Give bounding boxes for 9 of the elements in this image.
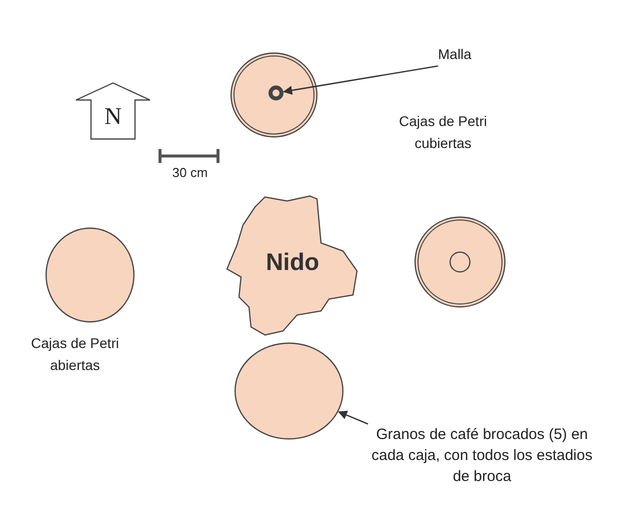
leader-line [283,65,438,95]
group-label: Cajas de Petri abiertas [30,334,120,375]
callout-label: Malla [438,46,472,62]
nest-label: Nido [264,249,320,277]
dimension-label: 30 cm [171,165,209,180]
group-label: Cajas de Petri cubiertas [398,112,488,153]
leader-line [338,410,368,425]
callout-label: Granos de café brocados (5) en cada caja, con todos los estadios de broca [370,425,594,487]
north-label: N [103,103,123,132]
